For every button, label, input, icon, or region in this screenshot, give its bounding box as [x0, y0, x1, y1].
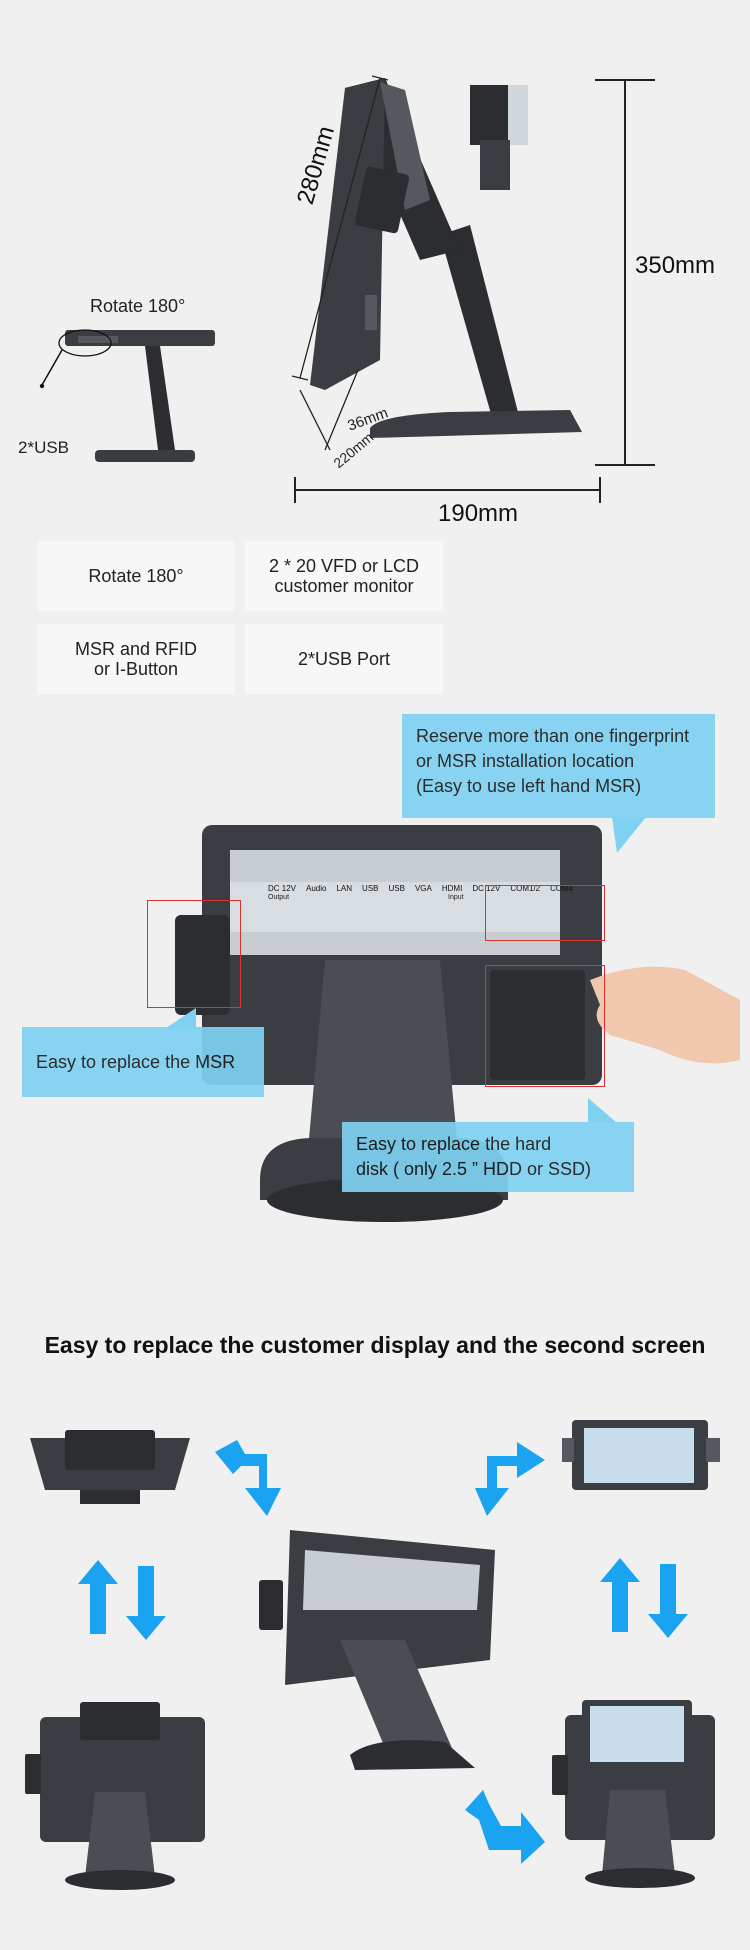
- callout-pointer: [166, 1008, 196, 1028]
- swap-vertical-icon: [600, 1558, 688, 1638]
- hdd-callout: Easy to replace the hard disk ( only 2.5…: [342, 1122, 634, 1192]
- terminal-with-second-screen: [552, 1700, 715, 1888]
- port-label: DC 12V: [268, 884, 297, 893]
- port-label: Audio: [306, 884, 327, 893]
- side-view-illustration: [39, 329, 215, 462]
- width-dimension: 190mm: [438, 500, 519, 527]
- terminal-side-drawing: [291, 75, 655, 503]
- hdd-highlight: [485, 965, 605, 1087]
- port-sublabel-input: Input: [448, 894, 464, 901]
- callout-pointer: [612, 817, 646, 853]
- section-heading: Easy to replace the customer display and…: [44, 1332, 706, 1358]
- arrow-down-right-icon: [465, 1790, 545, 1864]
- feature-box-msr-rfid: MSR and RFID or I-Button: [38, 624, 234, 694]
- swap-vertical-icon: [78, 1560, 166, 1640]
- feature-box-usb-port: 2*USB Port: [245, 624, 443, 694]
- second-screen-module: [562, 1420, 720, 1490]
- port-label: COM1/2: [510, 884, 541, 893]
- center-terminal: [259, 1530, 495, 1770]
- port-label: HDMI: [441, 884, 463, 893]
- arrow-up-right-icon: [475, 1442, 545, 1516]
- msr-highlight: [147, 900, 241, 1008]
- feature-box-customer-monitor: 2 * 20 VFD or LCD customer monitor: [245, 541, 443, 611]
- rotate-label: Rotate 180°: [90, 296, 186, 316]
- port-label: VGA: [414, 884, 432, 893]
- callout-pointer: [588, 1098, 616, 1122]
- terminal-back-illustration: [175, 825, 740, 1222]
- port-label: COM4: [550, 884, 574, 893]
- port-label: LAN: [336, 884, 353, 893]
- msr-callout: Easy to replace the MSR: [22, 1027, 264, 1097]
- port-label: USB: [388, 884, 405, 893]
- port-label: DC 12V: [472, 884, 501, 893]
- com-port-highlight: [485, 885, 605, 941]
- port-sublabel-output: Output: [268, 894, 290, 901]
- port-label: USB: [362, 884, 379, 893]
- terminal-with-display: [25, 1702, 205, 1890]
- fingerprint-callout: Reserve more than one fingerprint or MSR…: [402, 714, 715, 818]
- port-labels: DC 12V Audio LAN USB USB VGA HDMI DC 12V…: [268, 884, 573, 893]
- usb-label: 2*USB: [18, 438, 70, 457]
- arrow-down-right-icon: [215, 1440, 281, 1516]
- feature-box-rotate: Rotate 180°: [38, 541, 234, 611]
- height-dimension: 350mm: [635, 252, 716, 279]
- customer-display-module: [30, 1430, 190, 1504]
